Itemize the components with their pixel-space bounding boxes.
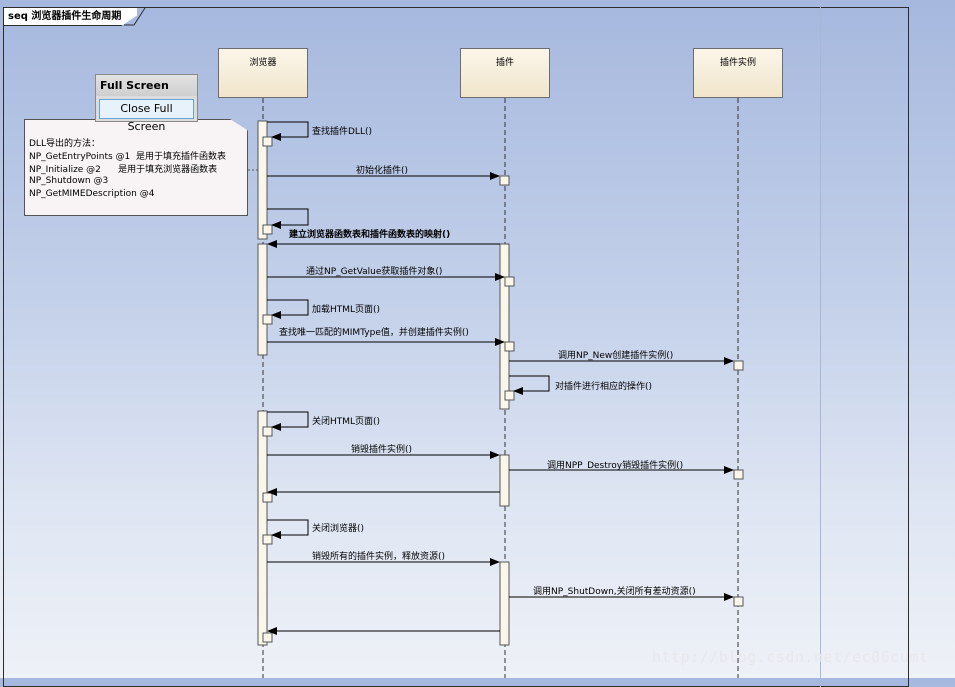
activation-plugin-1 bbox=[499, 243, 510, 410]
self-box-1 bbox=[262, 136, 273, 147]
target-box-instance-1 bbox=[733, 360, 744, 371]
msg-label-np-shutdown: 调用NP_ShutDown,关闭所有差动资源() bbox=[533, 587, 696, 597]
note-line: NP_Initialize @2 是用于填充浏览器函数表 bbox=[29, 165, 218, 175]
target-box-instance-3 bbox=[733, 596, 744, 607]
self-box-7 bbox=[262, 632, 273, 643]
msg-arrow-close-browser bbox=[267, 519, 309, 539]
self-box-4 bbox=[262, 426, 273, 437]
activation-browser-1 bbox=[257, 120, 268, 240]
msg-label-init-plugin: 初始化插件() bbox=[356, 166, 409, 176]
msg-arrow-find-dll bbox=[267, 121, 309, 141]
msg-label-np-new: 调用NP_New创建插件实例() bbox=[558, 351, 674, 361]
msg-label-close-html: 关闭HTML页面() bbox=[312, 417, 381, 427]
close-full-screen-button[interactable]: Close Full Screen bbox=[99, 99, 194, 133]
msg-label-get-value: 通过NP_GetValue获取插件对象() bbox=[306, 267, 443, 277]
msg-arrow-close-html bbox=[267, 411, 309, 431]
lifeline-plugin-label: 插件 bbox=[495, 58, 514, 68]
target-box-instance-2 bbox=[733, 469, 744, 480]
title-tab-edge bbox=[124, 7, 146, 26]
note-line: NP_Shutdown @3 bbox=[29, 176, 109, 186]
note-body bbox=[24, 119, 248, 216]
lifeline-browser[interactable]: 浏览器 bbox=[218, 48, 308, 98]
msg-label-destroy-all: 销毁所有的插件实例，释放资源() bbox=[312, 552, 446, 562]
lifeline-plugin-instance[interactable]: 插件实例 bbox=[693, 48, 783, 98]
self-box-6 bbox=[262, 534, 273, 545]
target-box-plugin-3 bbox=[504, 341, 515, 352]
note-line: NP_GetMIMEDescription @4 bbox=[29, 189, 155, 199]
activation-plugin-2 bbox=[499, 454, 510, 507]
frame-divider bbox=[820, 7, 821, 687]
msg-arrow-load-html bbox=[267, 299, 309, 319]
fullscreen-popup: Full Screen Close Full Screen bbox=[95, 74, 198, 133]
self-box-5 bbox=[262, 492, 273, 503]
msg-label-find-mime: 查找唯一匹配的MIMType值，并创建插件实例() bbox=[279, 328, 469, 338]
note: DLL导出的方法： NP_GetEntryPoints @1 是用于填充插件函数… bbox=[24, 119, 248, 216]
target-box-plugin-2 bbox=[504, 276, 515, 287]
target-box-plugin-4 bbox=[504, 390, 515, 401]
lifeline-browser-label: 浏览器 bbox=[249, 58, 277, 68]
target-box-plugin-1 bbox=[499, 175, 510, 186]
lifeline-plugin[interactable]: 插件 bbox=[460, 48, 550, 98]
msg-label-destroy-instance: 销毁插件实例() bbox=[351, 445, 413, 455]
msg-label-close-browser: 关闭浏览器() bbox=[312, 524, 365, 534]
msg-label-npp-destroy: 调用NPP_Destroy销毁插件实例() bbox=[547, 461, 684, 471]
msg-label-load-html: 加载HTML页面() bbox=[312, 305, 381, 315]
fullscreen-popup-title: Full Screen bbox=[96, 75, 197, 96]
activation-plugin-3 bbox=[499, 561, 510, 646]
activation-browser-3 bbox=[257, 410, 268, 646]
diagram-title: seq 浏览器插件生命周期 bbox=[4, 8, 138, 26]
msg-arrow-plugin-ops bbox=[509, 375, 550, 395]
self-box-2 bbox=[262, 224, 273, 235]
msg-arrow-build-map-self bbox=[267, 208, 309, 229]
note-line: NP_GetEntryPoints @1 是用于填充插件函数表 bbox=[29, 152, 226, 162]
msg-label-build-map: 建立浏览器函数表和插件函数表的映射() bbox=[289, 230, 451, 240]
lifeline-plugin-instance-label: 插件实例 bbox=[719, 58, 756, 68]
self-box-3 bbox=[262, 314, 273, 325]
msg-label-plugin-ops: 对插件进行相应的操作() bbox=[555, 382, 653, 392]
watermark: http://blog.csdn.net/ec06cumt bbox=[652, 648, 929, 666]
msg-label-find-dll: 查找插件DLL() bbox=[312, 127, 372, 137]
note-line: DLL导出的方法： bbox=[29, 139, 100, 149]
activation-browser-2 bbox=[257, 243, 268, 356]
